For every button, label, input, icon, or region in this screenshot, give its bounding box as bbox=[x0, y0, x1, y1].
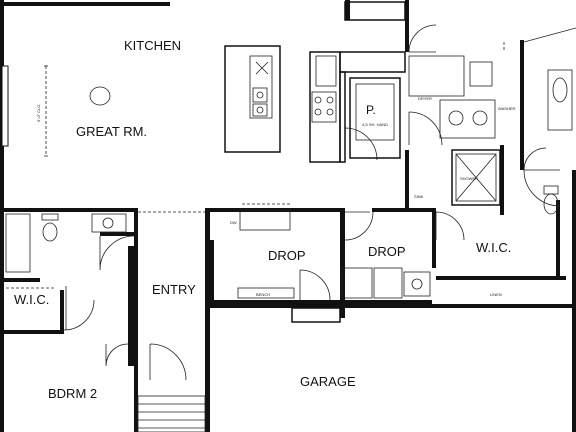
entry-label: ENTRY bbox=[152, 282, 196, 297]
pantry-shelves-note: 4-5 SH. HAND bbox=[362, 122, 388, 127]
wic-left-label: W.I.C. bbox=[14, 292, 49, 307]
linen-note: LINEN bbox=[490, 292, 502, 297]
annotations: 4-5 SH. HAND SHOWER BENCH LINEN DW DRYER… bbox=[36, 96, 516, 297]
washer-note: WASHER bbox=[498, 106, 516, 111]
pantry-label: P. bbox=[366, 103, 376, 117]
bench-note: BENCH bbox=[256, 292, 270, 297]
garage-label: GARAGE bbox=[300, 374, 356, 389]
dw-note: DW bbox=[230, 220, 237, 225]
kitchen-label: KITCHEN bbox=[124, 38, 181, 53]
kitchen-casework: P. bbox=[5, 42, 576, 432]
shower-note: SHOWER bbox=[460, 176, 478, 181]
sink-note: SINK bbox=[414, 194, 424, 199]
great-room-label: GREAT RM. bbox=[76, 124, 147, 139]
ceiling-note: 9'-0" CLG. bbox=[36, 104, 41, 122]
room-labels: KITCHEN GREAT RM. DROP DROP W.I.C. W.I.C… bbox=[14, 38, 511, 401]
bedroom2-label: BDRM 2 bbox=[48, 386, 97, 401]
entry-stairs bbox=[137, 395, 206, 432]
wic-right-label: W.I.C. bbox=[476, 240, 511, 255]
doors bbox=[63, 24, 561, 381]
drop-left-label: DROP bbox=[268, 248, 306, 263]
drop-right-label: DROP bbox=[368, 244, 406, 259]
dryer-note: DRYER bbox=[418, 96, 432, 101]
